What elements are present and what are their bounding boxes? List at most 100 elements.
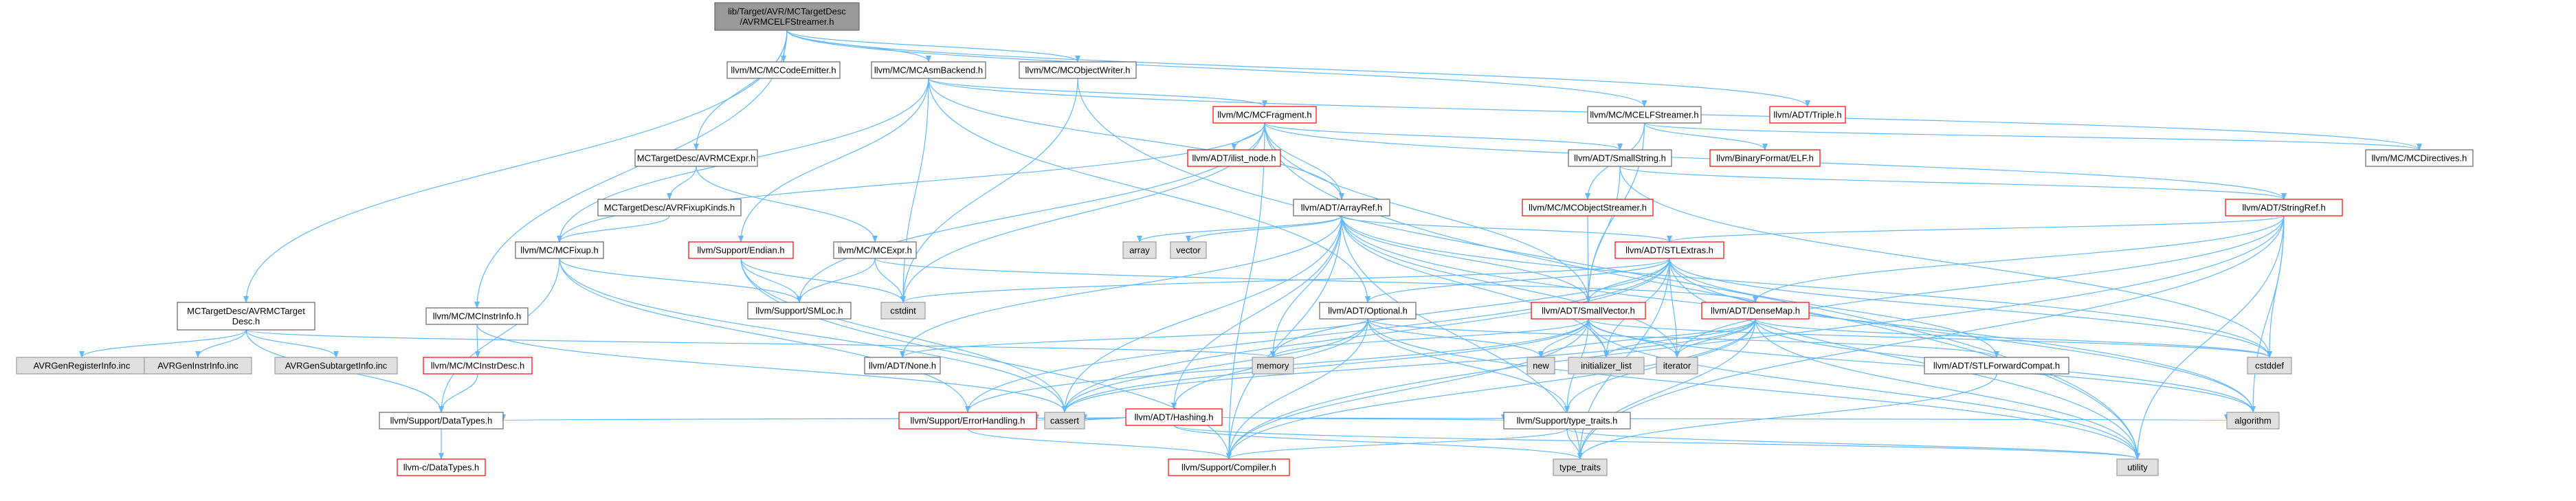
include-edge	[476, 324, 1067, 413]
include-edge	[928, 78, 1344, 200]
node-fragment[interactable]: llvm/MC/MCFragment.h	[1212, 106, 1317, 124]
node-binaryelf[interactable]: llvm/BinaryFormat/ELF.h	[1709, 149, 1821, 167]
node-gensubtarget[interactable]: AVRGenSubtargetInfo.inc	[274, 357, 398, 375]
node-objectstreamer[interactable]: llvm/MC/MCObjectStreamer.h	[1522, 199, 1654, 216]
node-box	[515, 241, 604, 259]
node-cdatatypes[interactable]: llvm-c/DataTypes.h	[397, 458, 486, 476]
include-edge	[1226, 428, 1568, 460]
node-iterator[interactable]: iterator	[1656, 357, 1698, 375]
include-edge	[1226, 318, 1756, 460]
node-asmbackend[interactable]: llvm/MC/MCAsmBackend.h	[871, 61, 986, 79]
node-mcfixup[interactable]: llvm/MC/MCFixup.h	[515, 241, 604, 259]
node-label: llvm/MC/MCELFStreamer.h	[1590, 110, 1698, 120]
node-optional[interactable]: llvm/ADT/Optional.h	[1319, 302, 1417, 320]
include-edge	[1171, 215, 1342, 410]
node-vector[interactable]: vector	[1170, 241, 1207, 259]
include-edge	[1669, 258, 2256, 413]
node-endian[interactable]: llvm/Support/Endian.h	[688, 241, 794, 259]
node-smallvector[interactable]: llvm/ADT/SmallVector.h	[1531, 302, 1646, 320]
include-edge	[1669, 258, 2140, 460]
node-label: llvm/ADT/STLExtras.h	[1625, 245, 1713, 256]
include-edge	[786, 30, 1080, 63]
node-mcinstrinfo[interactable]: llvm/MC/MCInstrInfo.h	[425, 307, 529, 325]
node-objectwriter[interactable]: llvm/MC/MCObjectWriter.h	[1019, 61, 1137, 79]
node-nonefile[interactable]: llvm/ADT/None.h	[864, 357, 941, 375]
node-cstdint[interactable]: cstdint	[880, 302, 926, 320]
include-edge	[1231, 122, 1265, 151]
node-stlforward[interactable]: llvm/ADT/STLForwardCompat.h	[1924, 357, 2069, 375]
node-box	[1568, 357, 1645, 375]
include-edge	[1674, 318, 1756, 358]
node-box	[2365, 149, 2474, 167]
include-edge	[1082, 414, 1126, 421]
node-triple[interactable]: llvm/ADT/Triple.h	[1769, 106, 1846, 124]
node-label: vector	[1176, 245, 1201, 256]
node-compiler[interactable]: llvm/Support/Compiler.h	[1168, 458, 1290, 476]
node-typetraits[interactable]: llvm/Support/type_traits.h	[1503, 412, 1631, 430]
node-box	[1170, 241, 1207, 259]
node-label: llvm/Support/Endian.h	[697, 245, 784, 256]
node-densemap[interactable]: llvm/ADT/DenseMap.h	[1701, 302, 1810, 320]
include-edge	[900, 78, 929, 303]
node-root[interactable]: lib/Target/AVR/MCTargetDesc/AVRMCELFStre…	[714, 2, 860, 31]
node-label: llvm/ADT/SmallString.h	[1574, 153, 1666, 164]
node-stlextras[interactable]: llvm/ADT/STLExtras.h	[1614, 241, 1724, 259]
include-edge	[1586, 166, 1621, 303]
include-edge	[740, 258, 1067, 413]
node-mcexpr[interactable]: llvm/MC/MCExpr.h	[833, 241, 917, 259]
include-edge	[1566, 428, 2140, 460]
node-smloc[interactable]: llvm/Support/SMLoc.h	[747, 302, 852, 320]
node-datatypes[interactable]: llvm/Support/DataTypes.h	[379, 412, 504, 430]
node-hashing[interactable]: llvm/ADT/Hashing.h	[1125, 408, 1223, 426]
include-edge	[1137, 215, 1342, 243]
node-label: utility	[2127, 463, 2148, 473]
include-edge	[1173, 425, 2140, 460]
include-edge	[1264, 122, 1623, 151]
node-algorithm[interactable]: algorithm	[2226, 412, 2280, 430]
node-arrayref[interactable]: llvm/ADT/ArrayRef.h	[1293, 199, 1390, 216]
node-geninstr[interactable]: AVRGenInstrInfo.inc	[144, 357, 252, 375]
node-errorhandling[interactable]: llvm/Support/ErrorHandling.h	[898, 412, 1037, 430]
node-elfstreamer[interactable]: llvm/MC/MCELFStreamer.h	[1587, 106, 1702, 124]
node-box	[1656, 357, 1698, 375]
include-edge	[438, 373, 478, 413]
node-type_traits[interactable]: type_traits	[1553, 458, 1608, 476]
node-box	[1553, 458, 1608, 476]
node-smallstring[interactable]: llvm/ADT/SmallString.h	[1568, 149, 1672, 167]
include-edge	[1577, 318, 1756, 460]
include-edge	[797, 258, 876, 303]
node-memory[interactable]: memory	[1252, 357, 1294, 375]
node-ilistnode[interactable]: llvm/ADT/ilist_node.h	[1187, 149, 1281, 167]
include-edge	[245, 329, 339, 358]
include-edge	[1588, 318, 2272, 358]
node-label: llvm/ADT/STLForwardCompat.h	[1933, 361, 2060, 371]
node-codeemitter[interactable]: llvm/MC/MCCodeEmitter.h	[726, 61, 841, 79]
node-initlist[interactable]: initializer_list	[1568, 357, 1645, 375]
node-label: llvm/ADT/Optional.h	[1328, 306, 1408, 316]
include-edge	[928, 78, 1370, 303]
node-cstddef[interactable]: cstddef	[2247, 357, 2292, 375]
node-box	[1503, 412, 1631, 430]
node-box	[1526, 357, 1555, 375]
node-mcinstrdesc[interactable]: llvm/MC/MCInstrDesc.h	[423, 357, 533, 375]
include-edge	[1221, 414, 2228, 421]
node-stringref[interactable]: llvm/ADT/StringRef.h	[2225, 199, 2343, 216]
include-edge	[900, 215, 1342, 358]
include-edge	[667, 166, 697, 200]
node-label: iterator	[1663, 361, 1691, 371]
node-cassert[interactable]: cassert	[1044, 412, 1085, 430]
include-edge	[900, 258, 1670, 303]
node-box	[1019, 61, 1137, 79]
node-label: MCTargetDesc/AVRMCExpr.h	[637, 153, 755, 164]
node-genreg[interactable]: AVRGenRegisterInfo.inc	[16, 357, 148, 375]
node-mcdirectives[interactable]: llvm/MC/MCDirectives.h	[2365, 149, 2474, 167]
node-array[interactable]: array	[1122, 241, 1157, 259]
node-newfile[interactable]: new	[1526, 357, 1555, 375]
include-edge	[1226, 122, 1265, 460]
node-avrmcexpr[interactable]: MCTargetDesc/AVRMCExpr.h	[634, 149, 758, 167]
node-box	[880, 302, 926, 320]
include-edge	[559, 258, 1067, 413]
node-fixupkinds[interactable]: MCTargetDesc/AVRFixupKinds.h	[597, 199, 742, 216]
node-utility[interactable]: utility	[2116, 458, 2159, 476]
